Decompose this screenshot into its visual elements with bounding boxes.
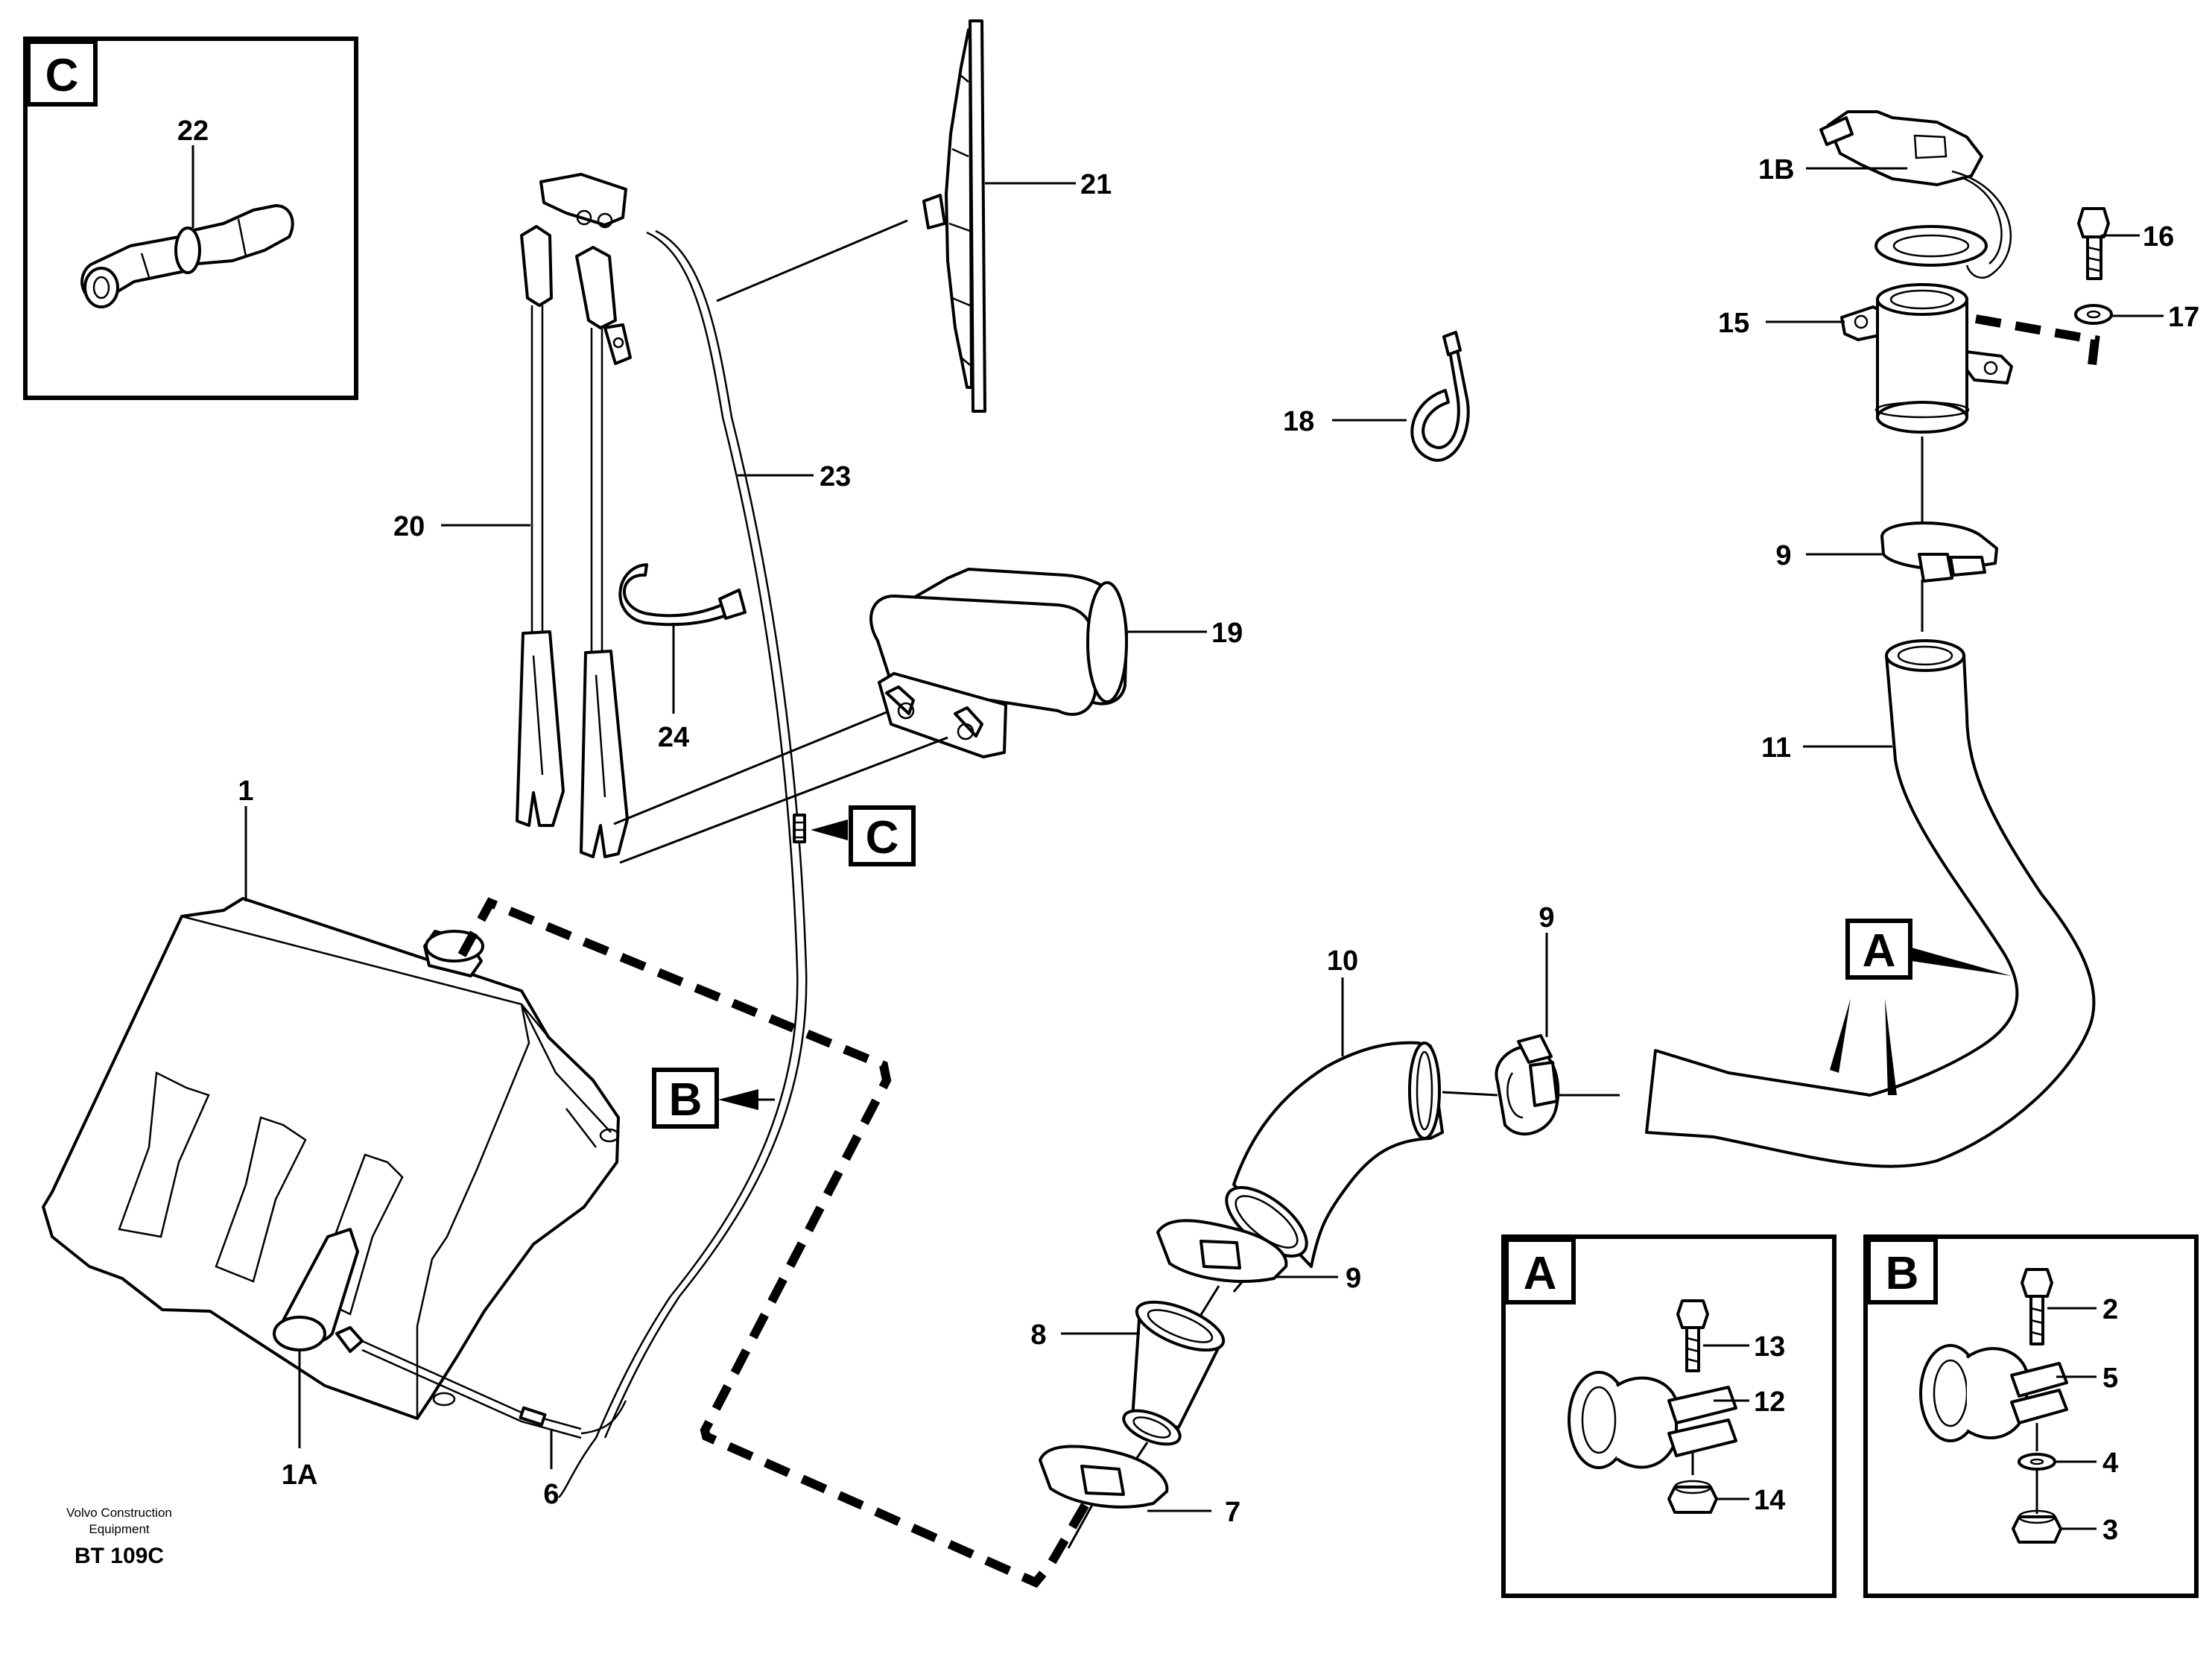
hose-clamp-middle-part bbox=[1495, 1034, 1560, 1136]
callout-15: 15 bbox=[1718, 308, 1749, 339]
detail-ref-c: C bbox=[811, 805, 916, 866]
svg-text:A: A bbox=[1863, 925, 1896, 977]
inset-a: A 13 12 14 bbox=[1501, 1234, 1837, 1598]
callout-1: 1 bbox=[238, 776, 253, 807]
gasket-part bbox=[1875, 225, 1988, 267]
callout-3: 3 bbox=[2102, 1515, 2118, 1546]
inset-c: C 22 bbox=[23, 37, 358, 400]
hose-clamp-lower-part bbox=[1156, 1219, 1288, 1318]
nut-3-part bbox=[2012, 1509, 2062, 1544]
callout-1b: 1B bbox=[1758, 154, 1795, 186]
callout-16: 16 bbox=[2143, 221, 2174, 253]
callout-19: 19 bbox=[1211, 618, 1243, 649]
callout-20: 20 bbox=[393, 511, 425, 542]
callout-23: 23 bbox=[820, 461, 851, 492]
callout-11: 11 bbox=[1761, 732, 1791, 764]
filler-neck-part bbox=[1840, 283, 2013, 434]
inset-b-title: B bbox=[1886, 1248, 1919, 1299]
bolt-16-part bbox=[2077, 207, 2110, 280]
svg-text:C: C bbox=[866, 812, 899, 863]
callout-14: 14 bbox=[1754, 1485, 1785, 1516]
callout-9-middle: 9 bbox=[1538, 902, 1554, 933]
bolt-13-part bbox=[1676, 1299, 1709, 1372]
cable-tie-part bbox=[618, 563, 747, 627]
washer-17-part bbox=[2074, 304, 2113, 325]
callout-22: 22 bbox=[177, 115, 209, 147]
wiper-blade-part bbox=[922, 19, 986, 413]
washer-tank-part bbox=[42, 897, 620, 1420]
callout-21: 21 bbox=[1080, 169, 1112, 200]
callout-1a: 1A bbox=[282, 1459, 318, 1491]
callout-2: 2 bbox=[2102, 1294, 2118, 1325]
detail-ref-a: A bbox=[1830, 919, 2012, 1095]
wiper-motor-part bbox=[869, 568, 1128, 758]
washer-4-part bbox=[2018, 1453, 2056, 1471]
callout-17: 17 bbox=[2168, 302, 2199, 333]
callout-9-lower: 9 bbox=[1346, 1263, 1361, 1294]
inset-b: B 2 5 4 3 bbox=[1863, 1234, 2199, 1598]
callout-13: 13 bbox=[1754, 1331, 1785, 1363]
callout-5: 5 bbox=[2102, 1363, 2118, 1394]
nut-14-part bbox=[1667, 1480, 1718, 1514]
hose-adapter-part bbox=[1122, 1300, 1226, 1446]
callout-10: 10 bbox=[1327, 945, 1358, 977]
elbow-hose-part bbox=[1225, 1041, 1444, 1268]
cable-tie-18-part bbox=[1410, 331, 1470, 462]
callout-12: 12 bbox=[1754, 1386, 1785, 1418]
clip-bracket-b-part bbox=[1919, 1344, 2068, 1442]
hose-clamp-top-part bbox=[1880, 437, 1998, 632]
inset-a-title: A bbox=[1524, 1248, 1557, 1299]
wiper-arms-part bbox=[516, 173, 632, 858]
detail-ref-b: B bbox=[652, 1068, 775, 1129]
callout-4: 4 bbox=[2102, 1448, 2118, 1479]
filler-cap-part bbox=[1819, 110, 2012, 279]
inset-c-title: C bbox=[45, 50, 79, 101]
callout-24: 24 bbox=[658, 722, 689, 753]
filler-pipe-part bbox=[1645, 639, 2096, 1168]
clip-bracket-a-part bbox=[1568, 1371, 1737, 1469]
svg-text:B: B bbox=[669, 1074, 703, 1126]
credit-line-1: Volvo Construction bbox=[66, 1506, 172, 1520]
hose-connector-mark bbox=[793, 814, 806, 843]
hose-clamp-7-part bbox=[1039, 1445, 1169, 1549]
callout-9-top: 9 bbox=[1775, 540, 1791, 571]
callout-18: 18 bbox=[1283, 406, 1314, 437]
hose-connector-part bbox=[80, 204, 294, 308]
callout-8: 8 bbox=[1030, 1319, 1046, 1351]
callout-6: 6 bbox=[543, 1479, 559, 1510]
drawing-code: BT 109C bbox=[75, 1544, 164, 1568]
callout-7: 7 bbox=[1225, 1497, 1240, 1528]
bolt-2-part bbox=[2021, 1268, 2053, 1345]
credit-line-2: Equipment bbox=[89, 1522, 150, 1536]
